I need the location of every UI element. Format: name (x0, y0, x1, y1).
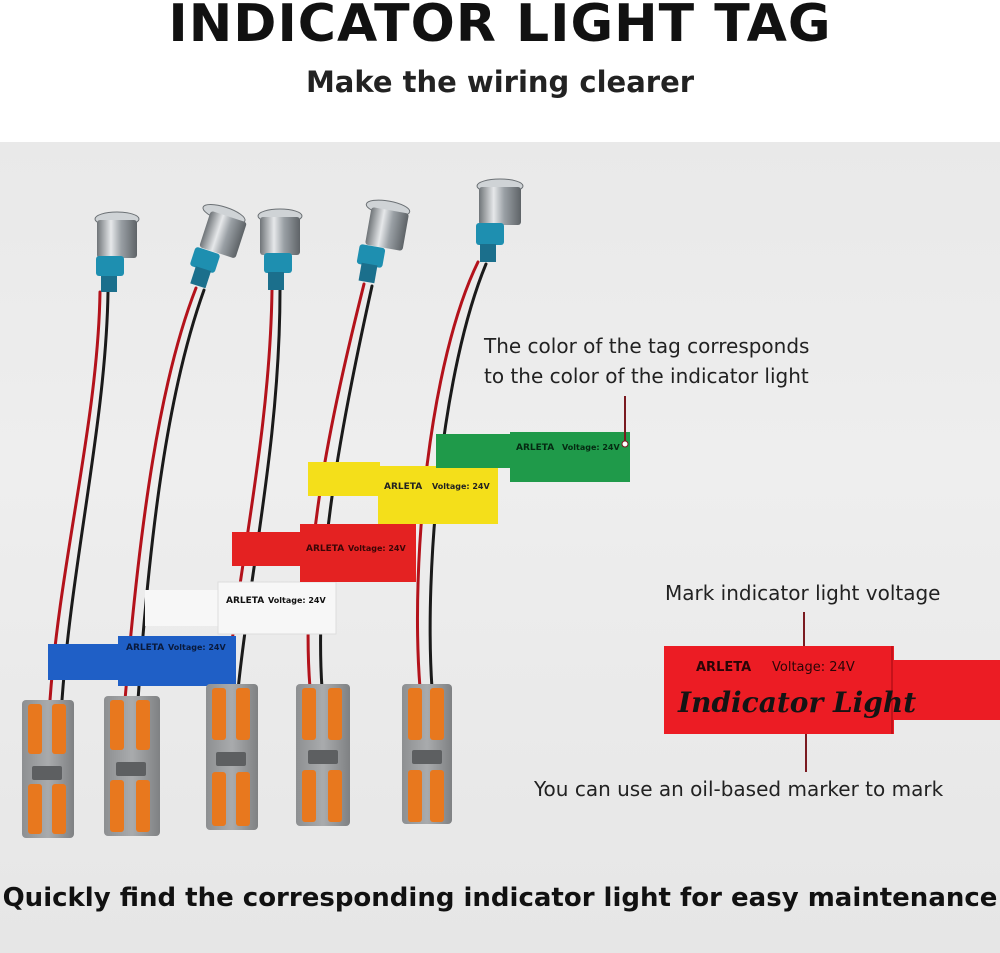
indicator-light-1 (94, 211, 140, 292)
connector-5 (402, 684, 452, 824)
tag-color-note-line2: to the color of the indicator light (484, 364, 809, 388)
indicator-light-5 (476, 178, 524, 262)
tag-yellow-voltage: Voltage: 24V (432, 482, 490, 491)
connector-2 (104, 696, 160, 836)
tag-yellow: ARLETA Voltage: 24V (308, 462, 498, 524)
indicator-light-3 (257, 208, 303, 290)
tag-yellow-brand: ARLETA (384, 482, 422, 492)
closeup-handwriting: Indicator Light (677, 686, 916, 719)
connector-3 (206, 684, 258, 830)
connector-1 (22, 700, 74, 838)
closeup-voltage: Voltage: 24V (772, 660, 855, 675)
tag-blue-voltage: Voltage: 24V (168, 643, 226, 652)
marker-note: You can use an oil-based marker to mark (534, 777, 944, 801)
tag-blue: ARLETA Voltage: 24V (48, 636, 236, 686)
bottom-caption: Quickly find the corresponding indicator… (2, 883, 998, 913)
closeup-tag: ARLETA Voltage: 24V Indicator Light (664, 646, 1000, 734)
page-subtitle: Make the wiring clearer (305, 65, 695, 99)
tag-red-brand: ARLETA (306, 544, 344, 554)
tag-green: ARLETA Voltage: 24V (436, 432, 630, 482)
wire-connectors (22, 684, 452, 838)
page-title: INDICATOR LIGHT TAG (168, 0, 832, 54)
tag-white: ARLETA Voltage: 24V (145, 581, 337, 635)
connector-4 (296, 684, 350, 826)
tag-color-note-line1: The color of the tag corresponds (484, 334, 810, 358)
product-photo (0, 142, 1000, 953)
voltage-mark-note: Mark indicator light voltage (665, 581, 941, 605)
tag-green-brand: ARLETA (516, 443, 554, 453)
tag-green-voltage: Voltage: 24V (562, 443, 620, 452)
indicator-light-2 (190, 203, 247, 289)
indicator-light-4 (356, 199, 411, 284)
tag-white-brand: ARLETA (226, 596, 264, 606)
closeup-brand: ARLETA (696, 660, 751, 675)
tag-blue-brand: ARLETA (126, 643, 164, 653)
tag-white-voltage: Voltage: 24V (268, 596, 326, 605)
tag-red-voltage: Voltage: 24V (348, 544, 406, 553)
tag-red: ARLETA Voltage: 24V (232, 524, 416, 582)
